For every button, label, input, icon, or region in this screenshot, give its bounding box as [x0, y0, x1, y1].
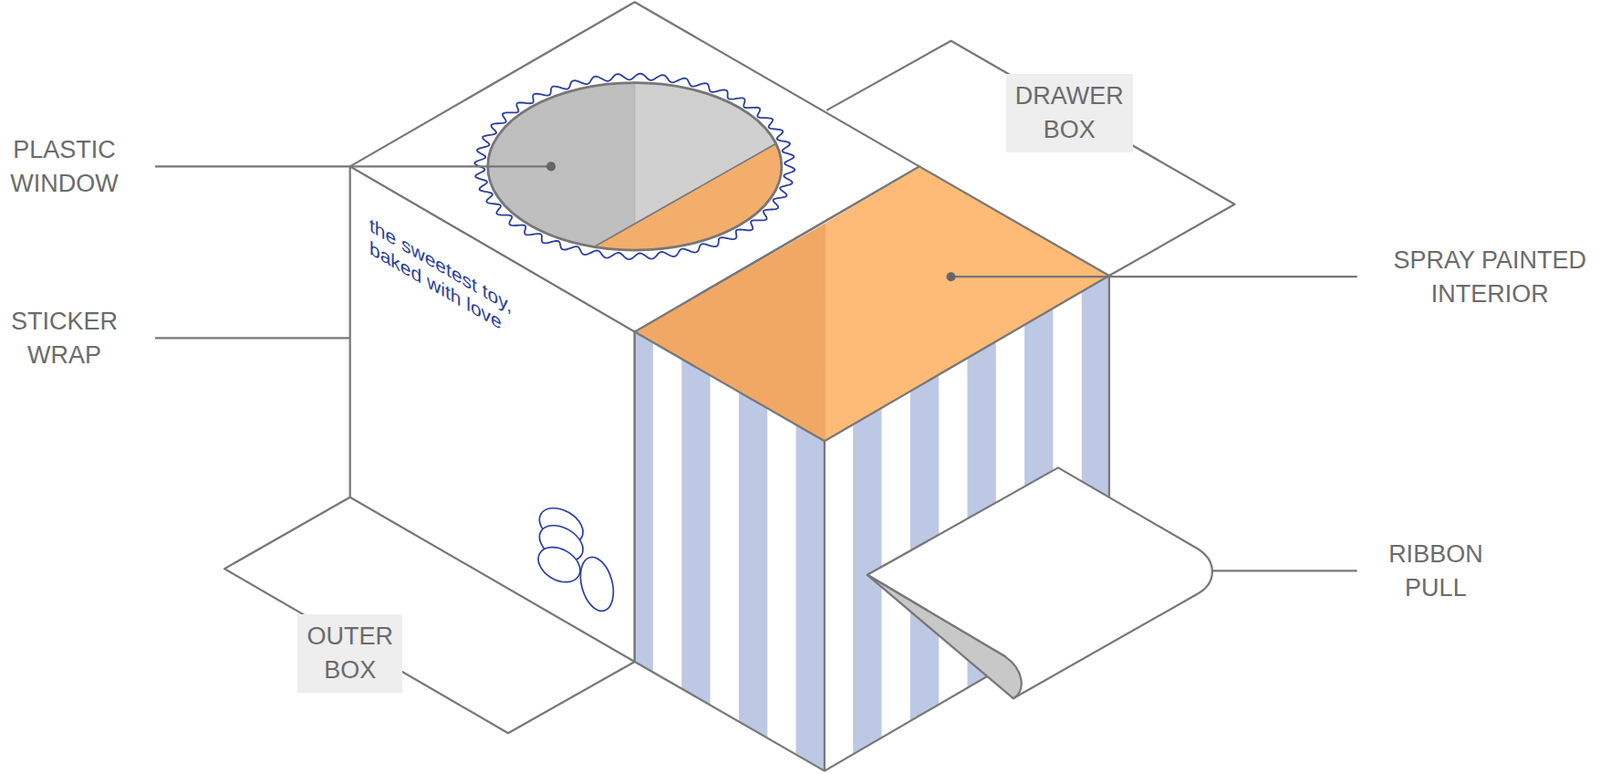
- drawer-top-outline: [634, 166, 1110, 441]
- macarons: [531, 500, 619, 615]
- part-name: DRAWER BOX: [1015, 79, 1124, 147]
- interior-light: [824, 166, 1110, 441]
- label-box: OUTER BOX: [297, 613, 403, 693]
- leader-line: [1211, 569, 1358, 572]
- interior-fold: [823, 223, 825, 441]
- leader-line: [155, 165, 551, 167]
- label-box: DRAWER BOX: [1006, 73, 1133, 153]
- drawer-edge: [823, 440, 826, 770]
- part-label: PLASTIC WINDOW: [8, 133, 121, 201]
- window-divider: [633, 71, 635, 225]
- part-label: SPRAY PAINTED INTERIOR: [1391, 243, 1589, 312]
- leader-line: [951, 275, 1358, 278]
- leader-dot: [546, 161, 556, 171]
- ribbon-pull: [867, 467, 1213, 698]
- stripe: [624, 204, 654, 774]
- part-name: OUTER BOX: [306, 619, 394, 687]
- leader-line: [155, 336, 351, 339]
- interior-shade: [634, 223, 825, 441]
- part-label: STICKER WRAP: [8, 304, 120, 373]
- leader-dot: [946, 271, 956, 281]
- part-label: RIBBON PULL: [1386, 537, 1486, 605]
- ribbon-fold: [867, 574, 1022, 698]
- window-divider: [592, 140, 781, 248]
